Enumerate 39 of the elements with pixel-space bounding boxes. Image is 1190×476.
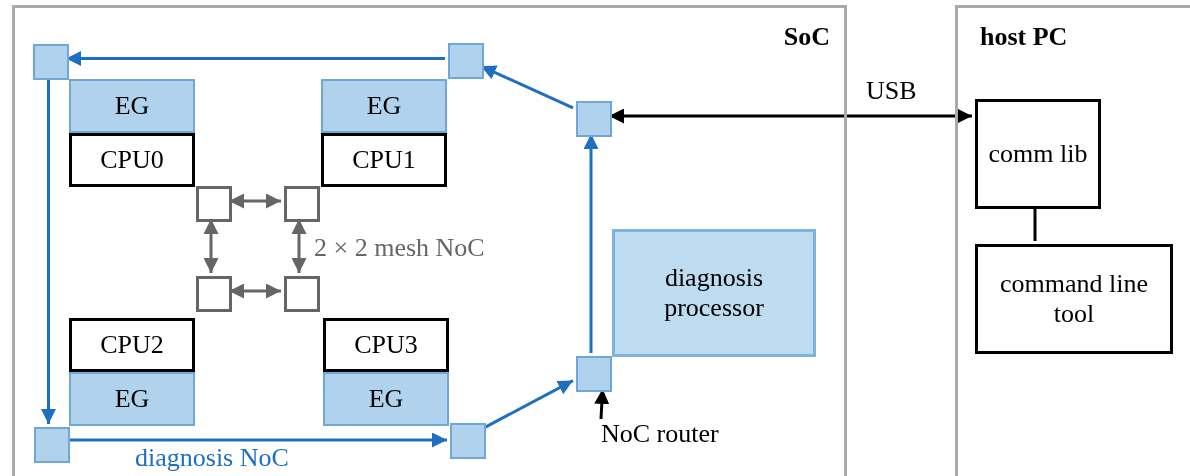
router-box <box>448 43 484 79</box>
node-label: CPU1 <box>352 145 416 175</box>
node-label: command line tool <box>999 269 1149 329</box>
mesh-router-box <box>284 276 320 312</box>
panel-title: host PC <box>980 22 1068 52</box>
eg-box <box>323 372 449 426</box>
node-label: diagnosis processor <box>663 263 765 323</box>
system-panel <box>12 5 847 476</box>
annotation-text: diagnosis NoC <box>135 443 289 473</box>
panel-title: SoC <box>783 22 830 52</box>
node-label: EG <box>114 91 150 121</box>
node-label: comm lib <box>988 139 1088 169</box>
mesh-router-box <box>284 186 320 222</box>
mesh-router-box <box>196 276 232 312</box>
software-box <box>975 99 1101 209</box>
node-label: EG <box>368 384 404 414</box>
router-box <box>576 101 612 137</box>
cpu-box <box>321 133 447 187</box>
eg-box <box>69 372 195 426</box>
software-box <box>975 244 1173 354</box>
node-label: CPU0 <box>100 145 164 175</box>
cpu-box <box>69 133 195 187</box>
cpu-box <box>323 318 449 372</box>
eg-box <box>69 79 195 133</box>
node-label: EG <box>366 91 402 121</box>
node-label: CPU3 <box>354 330 418 360</box>
router-box <box>34 427 70 463</box>
node-label: EG <box>114 384 150 414</box>
mesh-router-box <box>196 186 232 222</box>
system-panel <box>955 5 1190 476</box>
router-box <box>576 356 612 392</box>
node-label: CPU2 <box>100 330 164 360</box>
router-box <box>33 44 69 80</box>
eg-box <box>321 79 447 133</box>
cpu-box <box>69 318 195 372</box>
callout-text: NoC router <box>601 419 719 449</box>
router-box <box>450 423 486 459</box>
processor-box <box>612 229 816 357</box>
annotation-text: 2 × 2 mesh NoC <box>314 233 485 263</box>
